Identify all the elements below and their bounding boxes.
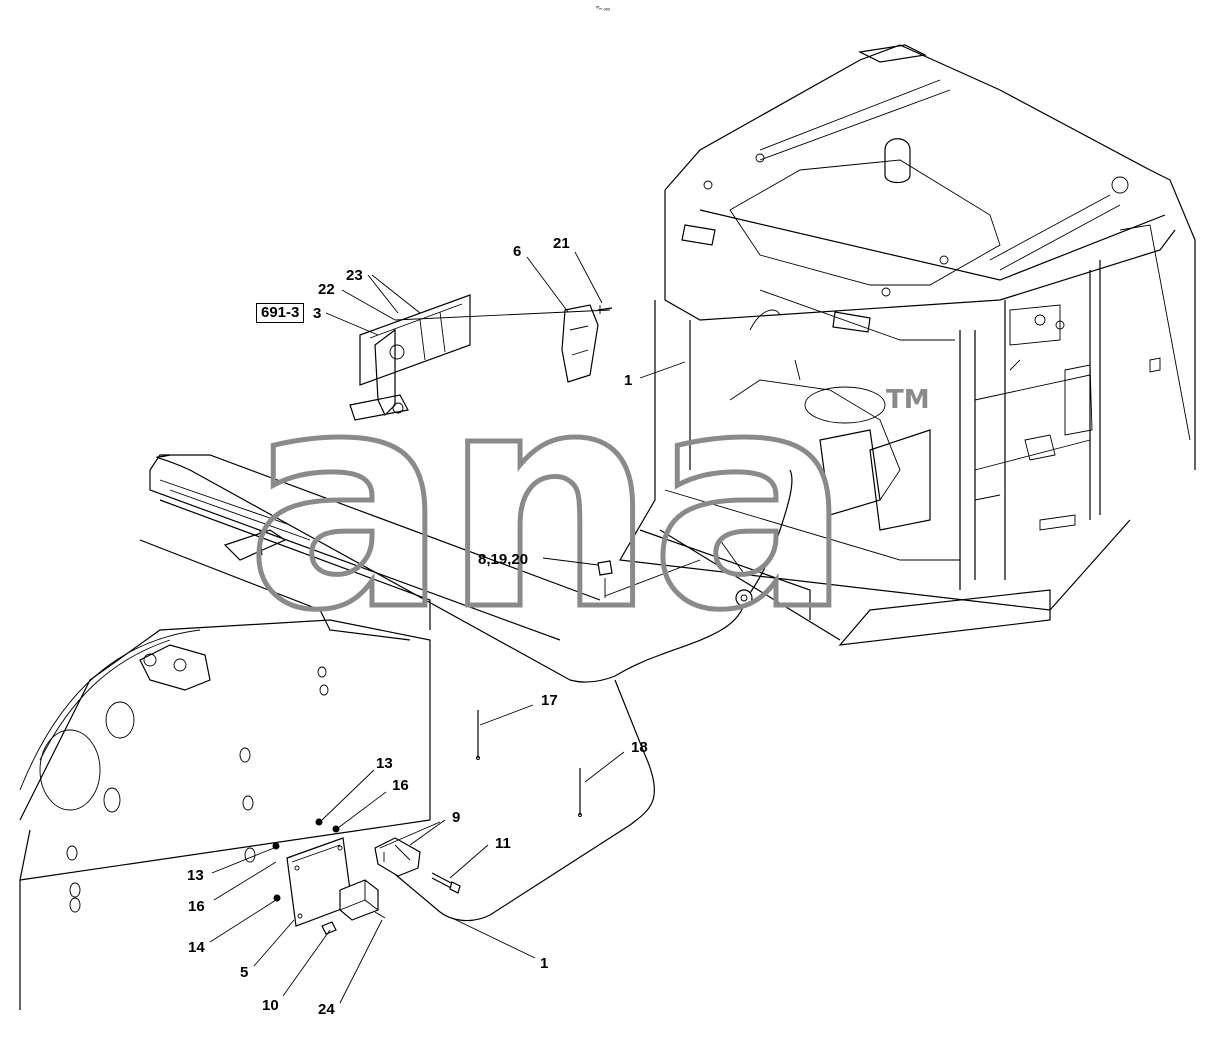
cable-ties	[476, 710, 582, 817]
callout-1-top: 1	[624, 372, 632, 389]
callout-11: 11	[495, 835, 511, 852]
callout-22: 22	[318, 281, 335, 298]
machine-frame	[19, 454, 601, 1010]
operator-cab	[619, 44, 1196, 646]
callout-5: 5	[240, 964, 248, 981]
watermark-tm: TM	[886, 385, 930, 415]
part-6-holder	[561, 304, 613, 383]
callout-23: 23	[346, 267, 363, 284]
callout-9: 9	[452, 809, 460, 826]
callout-16-a: 16	[392, 777, 409, 794]
callout-24: 24	[318, 1001, 335, 1018]
callout-8-19-20: 8,19,20	[478, 551, 528, 568]
callout-13-a: 13	[376, 755, 393, 772]
callout-6: 6	[513, 243, 521, 260]
cable-harness	[156, 454, 793, 922]
callout-1-bottom: 1	[540, 955, 548, 972]
mounting-parts	[272, 818, 461, 935]
header-code: ᵐₙ ₒₒₒ	[596, 6, 611, 12]
callout-14: 14	[188, 939, 205, 956]
callout-13-b: 13	[187, 867, 204, 884]
part-8-19-20	[597, 560, 613, 598]
reference-box-691-3: 691-3	[256, 303, 305, 323]
callout-3: 3	[313, 305, 321, 322]
callout-18: 18	[631, 739, 648, 756]
callout-labels: ᵐₙ ₒₒₒ 21 6 23 22 3 1 8,19,20 17 18 13 1…	[187, 6, 648, 1018]
watermark-text: ana	[246, 327, 846, 676]
leader-lines	[209, 251, 686, 1004]
watermark: ana TM	[244, 325, 930, 679]
callout-17: 17	[541, 692, 558, 709]
callout-16-b: 16	[188, 898, 205, 915]
bracket-assembly	[349, 294, 611, 421]
callout-21: 21	[553, 235, 570, 252]
callout-10: 10	[262, 997, 279, 1014]
